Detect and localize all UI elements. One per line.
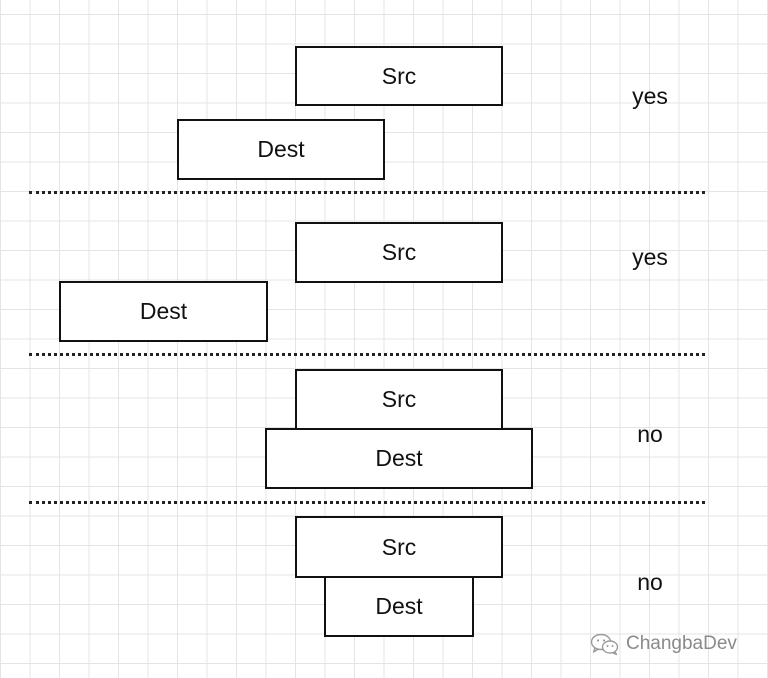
answer-row-2: yes	[632, 244, 668, 270]
src-label: Src	[381, 62, 417, 89]
wechat-icon	[590, 632, 620, 656]
src-label: Src	[381, 239, 417, 265]
dest-label: Dest	[139, 298, 188, 324]
src-label: Src	[381, 533, 417, 560]
answer-row-1: yes	[632, 83, 668, 109]
dest-box-row-1: Dest	[177, 119, 385, 180]
dest-box-row-2: Dest	[59, 281, 268, 342]
answer-row-3: no	[637, 421, 663, 447]
divider-1	[29, 191, 705, 194]
watermark-text: ChangbaDev	[626, 633, 737, 654]
src-label: Src	[381, 386, 417, 412]
divider-2	[29, 353, 705, 356]
dest-box-row-4: Dest	[324, 576, 474, 637]
src-box-row-4: Src	[295, 516, 503, 578]
dest-label: Dest	[375, 593, 423, 619]
dest-label: Dest	[257, 136, 305, 162]
src-box-row-2: Src	[295, 222, 503, 283]
answer-row-4: no	[637, 569, 663, 595]
src-box-row-3: Src	[295, 369, 503, 430]
dest-label: Dest	[375, 445, 423, 471]
dest-box-row-3: Dest	[265, 428, 533, 489]
divider-3	[29, 501, 705, 504]
watermark: ChangbaDev	[590, 632, 737, 656]
src-box-row-1: Src	[295, 46, 503, 106]
